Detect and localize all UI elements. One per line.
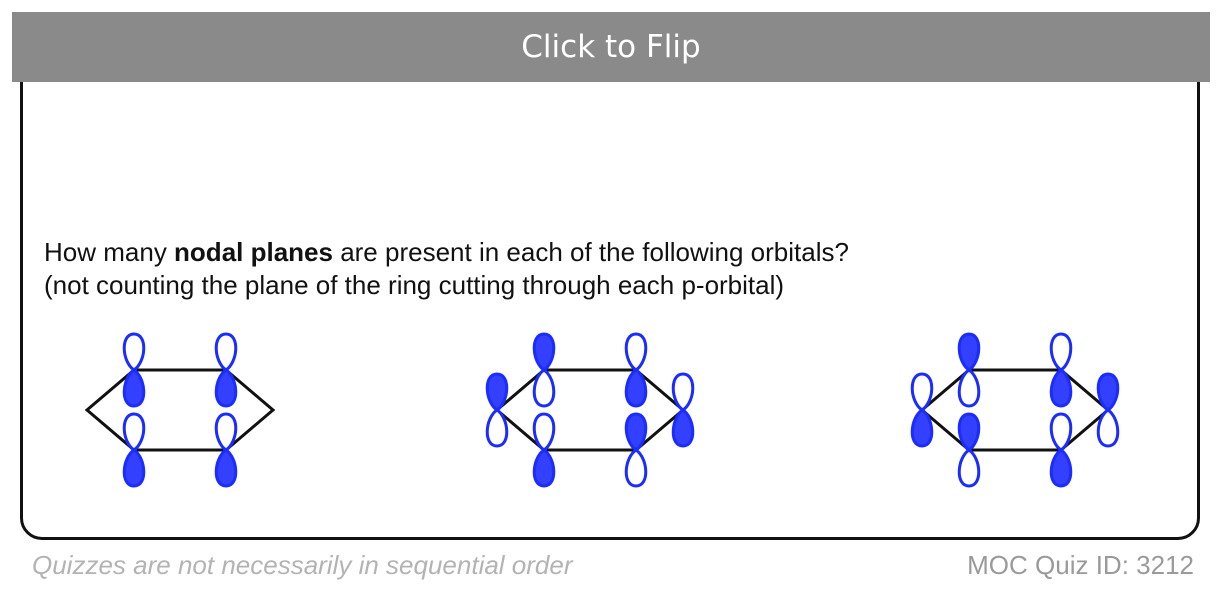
quiz-id: MOC Quiz ID: 3212 xyxy=(967,550,1194,580)
question-line-2: (not counting the plane of the ring cutt… xyxy=(44,270,785,300)
open-lobe xyxy=(214,412,238,452)
p-orbital xyxy=(671,372,695,448)
open-lobe xyxy=(671,372,695,412)
p-orbital xyxy=(1049,332,1073,408)
p-orbital xyxy=(624,412,648,488)
click-to-flip-button[interactable]: Click to Flip xyxy=(12,12,1210,82)
open-lobe xyxy=(624,448,648,488)
shaded-lobe xyxy=(1049,368,1073,408)
question-bold-term: nodal planes xyxy=(174,237,333,267)
open-lobe xyxy=(957,368,981,408)
shaded-lobe xyxy=(122,448,146,488)
p-orbital xyxy=(122,332,146,408)
open-lobe xyxy=(532,368,556,408)
shaded-lobe xyxy=(624,368,648,408)
hexagon-ring xyxy=(494,368,686,452)
shaded-lobe xyxy=(671,408,695,448)
shaded-lobe xyxy=(1096,372,1120,412)
shaded-lobe xyxy=(485,372,509,412)
shaded-lobe xyxy=(214,448,238,488)
shaded-lobe xyxy=(1049,448,1073,488)
open-lobe xyxy=(957,448,981,488)
open-lobe xyxy=(1049,332,1073,372)
shaded-lobe xyxy=(122,368,146,408)
open-lobe xyxy=(485,408,509,448)
open-lobe xyxy=(532,412,556,452)
quiz-order-note: Quizzes are not necessarily in sequentia… xyxy=(32,550,573,580)
shaded-lobe xyxy=(910,408,934,448)
question-line-1: How many nodal planes are present in eac… xyxy=(44,237,849,267)
flashcard[interactable] xyxy=(20,20,1200,540)
open-lobe xyxy=(1049,412,1073,452)
shaded-lobe xyxy=(957,412,981,452)
question-text: How many nodal planes are present in eac… xyxy=(44,236,849,302)
p-orbital xyxy=(1049,412,1073,488)
orbital-diagram-1 xyxy=(84,332,276,488)
shaded-lobe xyxy=(624,412,648,452)
p-orbital xyxy=(122,412,146,488)
orbital-diagram-3 xyxy=(910,332,1120,488)
p-orbital xyxy=(214,332,238,408)
shaded-lobe xyxy=(532,448,556,488)
p-orbital xyxy=(957,412,981,488)
orbital-diagrams xyxy=(84,332,1120,488)
orbital-diagram-2 xyxy=(485,332,695,488)
shaded-lobe xyxy=(532,332,556,372)
p-orbital xyxy=(532,412,556,488)
p-orbital xyxy=(485,372,509,448)
open-lobe xyxy=(1096,408,1120,448)
click-to-flip-label: Click to Flip xyxy=(521,29,701,65)
open-lobe xyxy=(910,372,934,412)
open-lobe xyxy=(122,332,146,372)
p-orbital xyxy=(910,372,934,448)
p-orbital xyxy=(1096,372,1120,448)
p-orbital xyxy=(624,332,648,408)
hexagon-ring xyxy=(84,368,276,452)
p-orbital xyxy=(957,332,981,408)
p-orbital xyxy=(532,332,556,408)
open-lobe xyxy=(624,332,648,372)
shaded-lobe xyxy=(957,332,981,372)
shaded-lobe xyxy=(214,368,238,408)
open-lobe xyxy=(214,332,238,372)
p-orbital xyxy=(214,412,238,488)
hexagon-ring xyxy=(919,368,1111,452)
open-lobe xyxy=(122,412,146,452)
